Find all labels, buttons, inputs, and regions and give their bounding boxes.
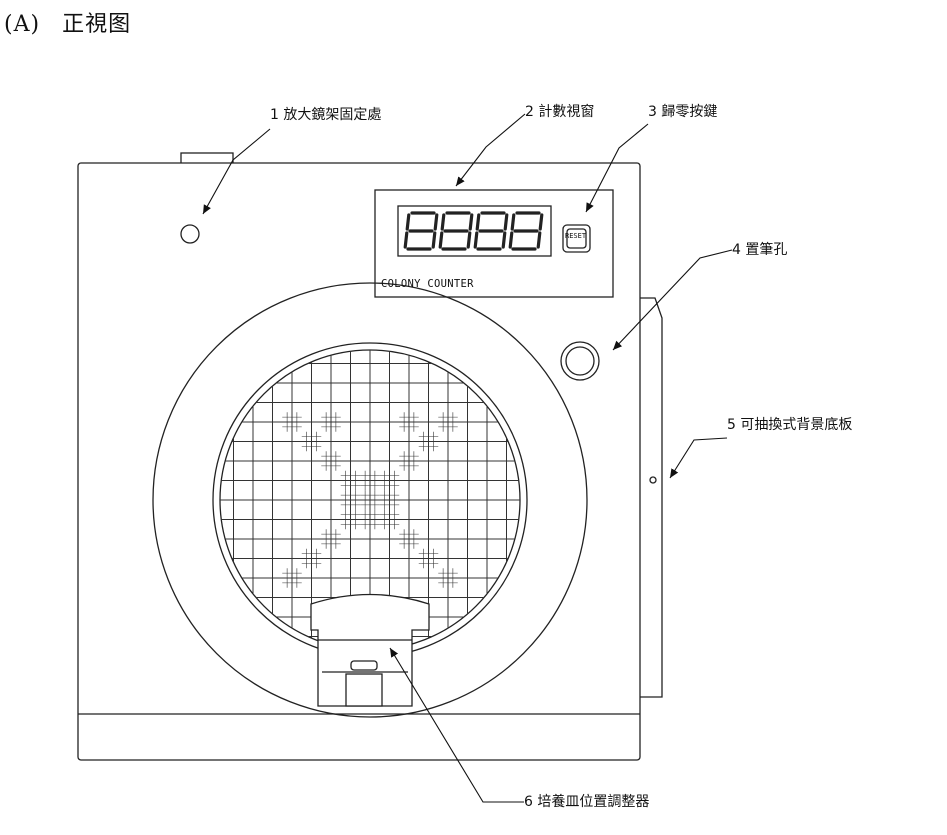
leader-line-2	[455, 113, 526, 187]
lamp-ring	[152, 282, 588, 718]
callout-3-label: 歸零按鍵	[661, 104, 718, 120]
leader-line-3	[585, 123, 649, 213]
fine-grid-cell	[340, 490, 361, 510]
fine-grid-cell	[301, 431, 322, 452]
fine-grid-cell	[418, 548, 439, 569]
fine-grid-cell	[438, 568, 458, 588]
pen-holder-inner	[565, 346, 595, 376]
magnifier-holder-hole	[180, 224, 200, 244]
callout-6-number: 6	[524, 794, 533, 810]
panel-brand-text: COLONY COUNTER	[381, 278, 474, 290]
fine-grid-cell	[360, 470, 380, 491]
callout-1-label: 放大鏡架固定處	[283, 107, 382, 123]
reset-button[interactable]	[562, 224, 591, 253]
callout-5: 5 可抽換式背景底板	[727, 417, 852, 433]
callout-3: 3 歸零按鍵	[648, 104, 717, 120]
fine-grid-cell	[282, 412, 302, 432]
callout-6: 6 培養皿位置調整器	[524, 794, 649, 810]
leader-line-4	[612, 249, 733, 351]
callout-2-label: 計數視窗	[538, 104, 595, 120]
fine-grid-cell	[321, 451, 341, 471]
display-digit	[473, 211, 509, 251]
fine-grid-cell	[399, 529, 419, 549]
background-board-edge	[638, 297, 663, 698]
fine-grid-cell	[379, 509, 400, 530]
callout-1: 1 放大鏡架固定處	[270, 107, 381, 123]
fine-grid-cell	[282, 568, 302, 588]
leader-line-1	[202, 128, 271, 215]
fine-grid-cell	[438, 412, 458, 432]
fine-grid-cell	[360, 490, 380, 510]
counter-window-panel	[374, 189, 614, 298]
figure-title: 正視图	[62, 12, 132, 37]
fine-grid-cell	[379, 490, 400, 510]
leader-line-5	[669, 437, 728, 479]
callout-1-number: 1	[270, 107, 279, 123]
callout-5-label: 可抽換式背景底板	[740, 417, 853, 433]
petri-dish-position-adjuster[interactable]	[310, 593, 430, 707]
callout-5-number: 5	[727, 417, 736, 433]
callout-4: 4 置筆孔	[732, 242, 787, 258]
fine-grid-cell	[399, 451, 419, 471]
display-digit	[508, 211, 544, 251]
callout-2-number: 2	[525, 104, 534, 120]
counting-grid-fine-cells	[282, 412, 458, 588]
figure-heading: (A) 正視图	[4, 6, 131, 38]
fine-grid-cell	[301, 548, 322, 569]
fine-grid-cell	[399, 412, 419, 432]
pen-holder-outer	[560, 341, 600, 381]
background-board-hole	[649, 476, 657, 484]
display-digits	[403, 211, 544, 251]
callout-2: 2 計數視窗	[525, 104, 594, 120]
fine-grid-cell	[379, 470, 400, 491]
fine-grid-cell	[321, 412, 341, 432]
callout-3-number: 3	[648, 104, 657, 120]
display-digit	[403, 211, 439, 251]
fine-grid-cell	[418, 431, 439, 452]
figure-index: (A)	[4, 12, 41, 37]
callout-6-label: 培養皿位置調整器	[537, 794, 650, 810]
fine-grid-cell	[340, 470, 361, 491]
counter-display	[397, 205, 552, 257]
callout-4-label: 置筆孔	[745, 242, 788, 258]
leader-line-6	[389, 647, 524, 803]
reset-button-label: RESET	[565, 232, 587, 240]
fine-grid-cell	[360, 509, 380, 530]
fine-grid-cell	[340, 509, 361, 530]
callout-4-number: 4	[732, 242, 741, 258]
fine-grid-cell	[321, 529, 341, 549]
display-digit	[438, 211, 474, 251]
